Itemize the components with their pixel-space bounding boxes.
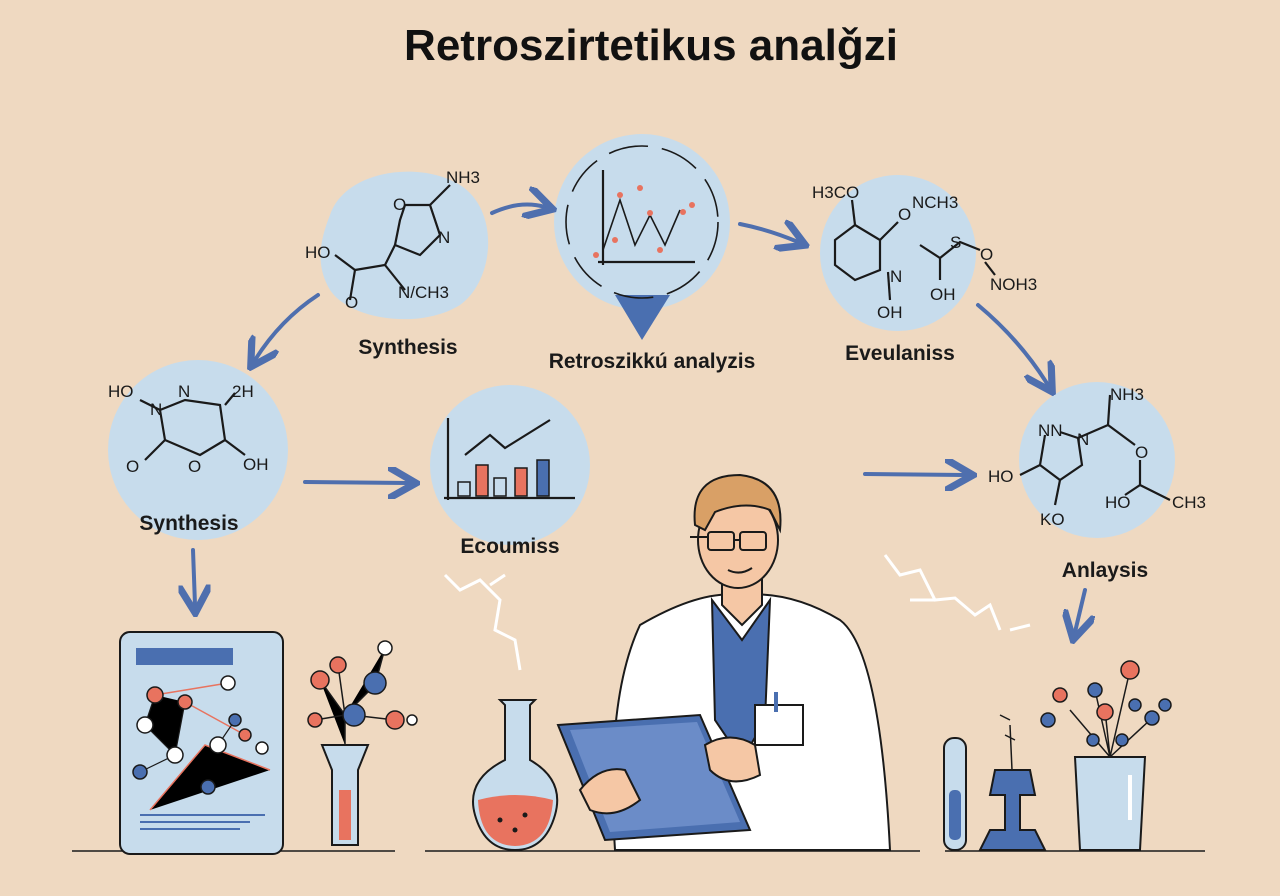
node-synthesis-left: HO N N 2H O O OH Synthesis: [108, 360, 288, 540]
atom-label: HO: [1105, 493, 1131, 512]
node-label: Synthesis: [358, 336, 457, 359]
flask-illustration: [443, 573, 559, 852]
atom-label: O: [898, 205, 911, 224]
atom-label: NH3: [1110, 385, 1144, 404]
node-label: Ecoumiss: [460, 535, 559, 558]
atom-label: NN: [1038, 421, 1063, 440]
atom-label: O: [980, 245, 993, 264]
flow-arrows: [193, 205, 1085, 632]
node-analysis: NH3 NN N O HO KO HO CH3 Anlaysis: [988, 382, 1206, 582]
atom-label: OH: [930, 285, 956, 304]
lab-equipment-illustration: [943, 660, 1172, 851]
atom-label: OH: [877, 303, 903, 322]
molecule-structure: [334, 184, 451, 301]
atom-label: N: [438, 228, 450, 247]
atom-label: KO: [1040, 510, 1065, 529]
atom-label: HO: [108, 382, 134, 401]
molecule-document-illustration: [119, 631, 284, 855]
molecule-fragment-decor: [883, 554, 1031, 632]
atom-label: H3CO: [812, 183, 859, 202]
node-label: Retroszikkú analyzis: [549, 350, 756, 373]
atom-label: O: [126, 457, 139, 476]
molecule-model-vase: [307, 640, 418, 846]
scientist-illustration: [556, 473, 892, 851]
atom-label: O: [345, 293, 358, 312]
node-economics: Ecoumiss: [430, 385, 590, 558]
atom-label: HO: [305, 243, 331, 262]
atom-label: O: [393, 195, 406, 214]
atom-label: CH3: [1172, 493, 1206, 512]
atom-label: NCH3: [912, 193, 958, 212]
atom-label: N: [150, 400, 162, 419]
atom-label: N: [890, 267, 902, 286]
atom-label: N/CH3: [398, 283, 449, 302]
node-retro-analysis: Retroszikkú analyzis: [549, 134, 756, 373]
node-label: Anlaysis: [1062, 559, 1148, 582]
node-label: Eveulaniss: [845, 342, 955, 365]
node-synthesis-top: NH3 O N HO O N/CH3 Synthesis: [305, 168, 489, 359]
page-title: Retroszirtetikus analǧzi: [404, 21, 898, 70]
atom-label: NOH3: [990, 275, 1037, 294]
atom-label: 2H: [232, 382, 254, 401]
atom-label: N: [178, 382, 190, 401]
atom-label: NH3: [446, 168, 480, 187]
atom-label: O: [1135, 443, 1148, 462]
atom-label: O: [188, 457, 201, 476]
atom-label: OH: [243, 455, 269, 474]
atom-label: N: [1077, 430, 1089, 449]
atom-label: HO: [988, 467, 1014, 486]
node-label: Synthesis: [139, 512, 238, 535]
node-evaluation: H3CO NCH3 O S O N OH OH NOH3 Eveulaniss: [812, 175, 1037, 365]
atom-label: S: [950, 233, 961, 252]
